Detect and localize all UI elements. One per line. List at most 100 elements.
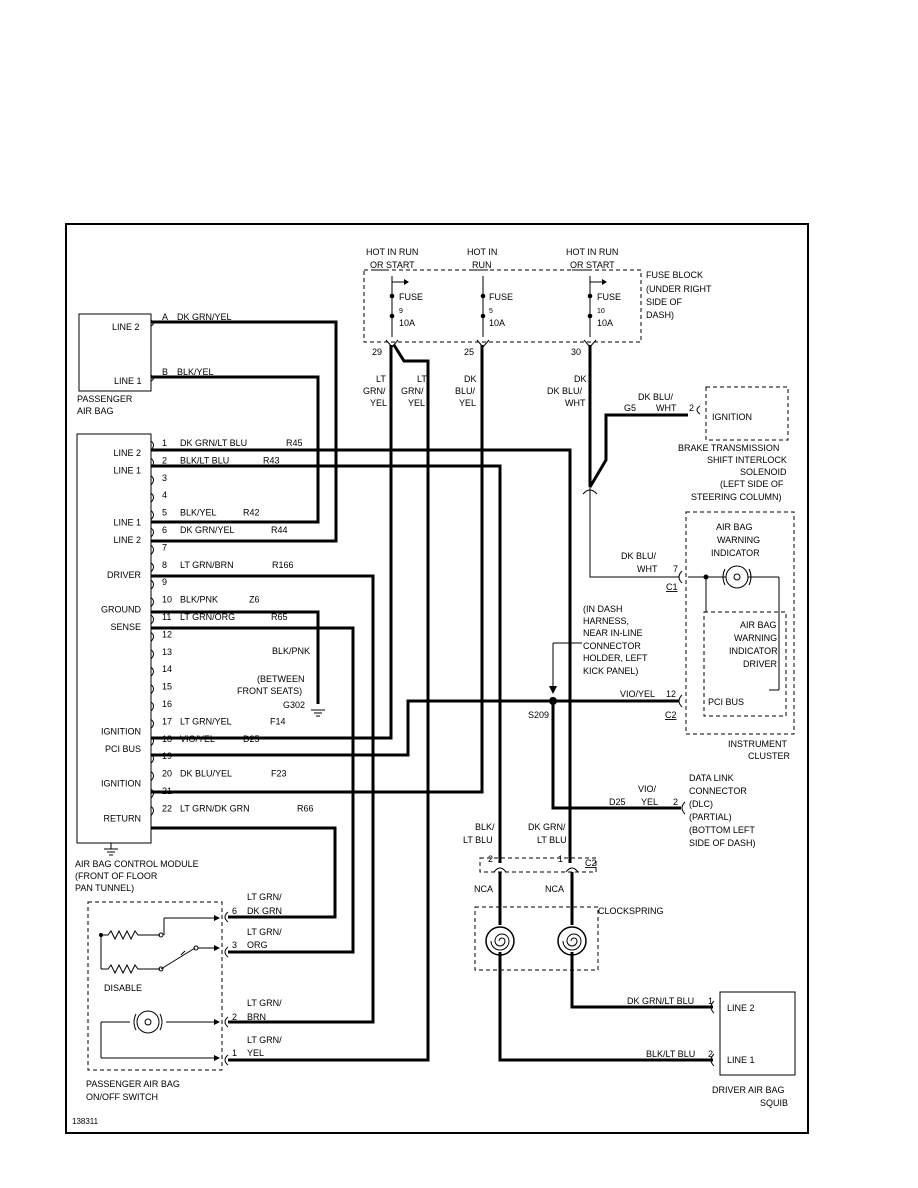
acm-pin-circuit: R166 xyxy=(272,560,294,570)
switch-pin2-wire-2: BRN xyxy=(247,1012,266,1022)
wire-label: LT xyxy=(376,374,386,384)
cluster-wire7-2: WHT xyxy=(637,564,658,574)
fuse-block-label-3: SIDE OF xyxy=(646,297,683,307)
splice-note-6: KICK PANEL) xyxy=(583,666,638,676)
fuse-10-label: FUSE xyxy=(597,292,621,302)
switch-pin6: 6 xyxy=(232,906,237,916)
fuse-5-label: FUSE xyxy=(489,292,513,302)
cluster-pin7: 7 xyxy=(673,564,678,574)
dlc-label-2: CONNECTOR xyxy=(689,786,747,796)
c2-nca-right: NCA xyxy=(545,884,564,894)
acm-pin-wire: DK GRN/YEL xyxy=(180,525,235,535)
brake-pin: 2 xyxy=(689,403,694,413)
dlc: VIO/ YEL D25 2 DATA LINK CONNECTOR (DLC)… xyxy=(609,773,756,848)
c2-pin-left: 2 xyxy=(488,854,493,864)
clockspring-right-icon xyxy=(557,926,587,956)
fuse-5-cavity: 25 xyxy=(464,347,474,357)
acm-pin-row: 13 xyxy=(150,647,172,660)
switch-pin1-wire-2: YEL xyxy=(247,1048,264,1058)
passenger-airbag-line2: LINE 2 xyxy=(112,322,140,332)
fuse-5-number: 5 xyxy=(489,308,493,315)
instrument-cluster: AIR BAG WARNING INDICATOR AIR BAG WARNIN… xyxy=(620,511,795,761)
warning-lamp-icon xyxy=(716,565,780,691)
splice-note-4: CONNECTOR xyxy=(583,641,641,651)
acm-pin-circuit: Z6 xyxy=(249,595,260,605)
splice-note-2: HARNESS, xyxy=(583,616,629,626)
acm-pin-number: 5 xyxy=(162,508,167,518)
acm-side-label: DRIVER xyxy=(107,570,142,580)
acm-pin-number: 12 xyxy=(162,629,172,639)
acm-pin-circuit: R45 xyxy=(286,438,303,448)
switch-label-2: ON/OFF SWITCH xyxy=(86,1092,158,1102)
c2-left-wire-2: LT BLU xyxy=(463,835,493,845)
wire-a-label: DK GRN/YEL xyxy=(177,312,232,322)
cluster-wire7-1: DK BLU/ xyxy=(621,551,657,561)
fuse-5-hot-2: RUN xyxy=(472,260,492,270)
driver-label-3: INDICATOR xyxy=(729,646,778,656)
fuse-9-number: 9 xyxy=(399,308,403,315)
acm-pin-number: 10 xyxy=(162,595,172,605)
fuse-9-cavity: 29 xyxy=(372,347,382,357)
fuse-10-hot-1: HOT IN RUN xyxy=(566,247,618,257)
ground-label-1: (BETWEEN xyxy=(257,674,305,684)
c2-left-wire-1: BLK/ xyxy=(475,822,495,832)
splice-note-5: HOLDER, LEFT xyxy=(583,653,648,663)
acm-pin-number: 2 xyxy=(162,455,167,465)
brake-label-3: SOLENOID xyxy=(740,467,787,477)
cluster-label-2: CLUSTER xyxy=(748,751,791,761)
dlc-label-6: SIDE OF DASH) xyxy=(689,838,756,848)
acm-pin-row: 3 xyxy=(150,473,167,486)
switch-pin2-wire-1: LT GRN/ xyxy=(247,998,282,1008)
acm-pin-number: 1 xyxy=(162,438,167,448)
fuse-9-hot-1: HOT IN RUN xyxy=(366,247,418,257)
squib-line2: LINE 2 xyxy=(727,1003,755,1013)
fuse-10-number: 10 xyxy=(597,308,605,315)
fuse-9-hot-2: OR START xyxy=(370,260,415,270)
squib-label-2: SQUIB xyxy=(760,1098,788,1108)
acm-pin-number: 7 xyxy=(162,542,167,552)
acm-pin-wire: DK BLU/YEL xyxy=(180,769,232,779)
acm-pin-wire: LT GRN/DK GRN xyxy=(180,803,250,813)
brake-circuit: G5 xyxy=(624,403,636,413)
acm-pin-row: 16 xyxy=(150,699,172,712)
dlc-label-1: DATA LINK xyxy=(689,773,734,783)
acm-label-1: AIR BAG CONTROL MODULE xyxy=(75,859,199,869)
splice-s209: (IN DASH HARNESS, NEAR IN-LINE CONNECTOR… xyxy=(528,604,648,720)
passenger-airbag-line1: LINE 1 xyxy=(114,376,142,386)
acm-pin-circuit: R65 xyxy=(271,612,288,622)
wire-label: YEL xyxy=(370,398,387,408)
wire-label: WHT xyxy=(565,398,586,408)
fuse-block: FUSE BLOCK (UNDER RIGHT SIDE OF DASH) HO… xyxy=(363,247,712,357)
c2-pin-right: 1 xyxy=(558,854,563,864)
splice-note-3: NEAR IN-LINE xyxy=(583,628,643,638)
ground-label-2: FRONT SEATS) xyxy=(237,686,302,696)
switch-label-1: PASSENGER AIR BAG xyxy=(86,1079,180,1089)
acm-side-label: RETURN xyxy=(104,813,142,823)
fuse-5-hot-1: HOT IN xyxy=(467,247,497,257)
dlc-circuit: D25 xyxy=(609,797,626,807)
acm-pin-number: 15 xyxy=(162,682,172,692)
acm-pin-number: 17 xyxy=(162,716,172,726)
dlc-wire-2: YEL xyxy=(641,797,658,807)
acm-side-label: LINE 1 xyxy=(113,518,141,528)
switch-pin6-wire-1: LT GRN/ xyxy=(247,892,282,902)
passenger-airbag: LINE 2 LINE 1 PASSENGER AIR BAG A DK GRN… xyxy=(77,312,232,416)
fuse-10-cavity: 30 xyxy=(571,347,581,357)
warning-label-1: AIR BAG xyxy=(716,522,753,532)
acm-pin-row: 19 xyxy=(150,751,172,764)
passenger-airbag-label-2: AIR BAG xyxy=(77,406,114,416)
wire-label: DK xyxy=(464,374,477,384)
acm-pin-number: 9 xyxy=(162,577,167,587)
acm-pin-number: 20 xyxy=(162,769,172,779)
fuse-5: HOT IN RUN FUSE 5 10A 25 xyxy=(464,247,513,357)
brake-label-5: STEERING COLUMN) xyxy=(691,492,782,502)
dlc-label-5: (BOTTOM LEFT xyxy=(689,825,755,835)
dlc-label-3: (DLC) xyxy=(689,799,713,809)
